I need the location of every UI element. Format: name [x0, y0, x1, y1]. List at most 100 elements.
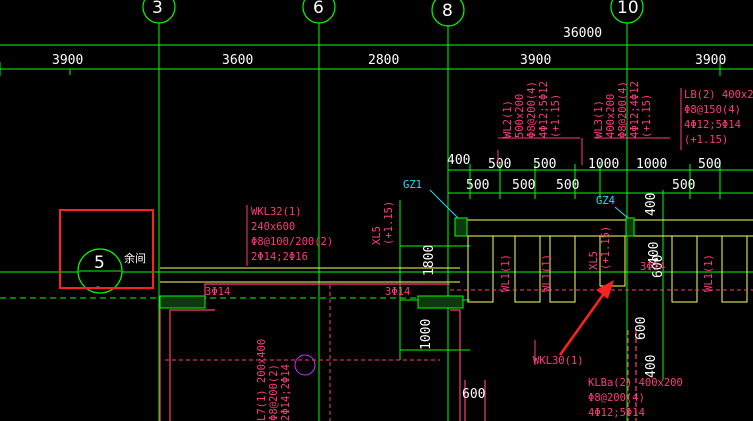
column-hatch — [417, 295, 464, 309]
leader-line — [429, 189, 459, 219]
xl5-left-elev: (+1.15) — [383, 201, 395, 245]
axis-label-10: 10 — [617, 0, 639, 18]
klba-rebar: 4Φ12;5Φ14 — [588, 407, 645, 419]
lb2-rebar: 4Φ12;5Φ14 — [684, 119, 741, 131]
lb2-name: LB(2) 400x200 — [684, 89, 753, 101]
red-arrow-icon — [558, 280, 614, 356]
label-klba[interactable]: KLBa(2) 400x200 Φ8@200(4) 4Φ12;5Φ14 — [588, 377, 683, 419]
gz4-block — [599, 235, 626, 287]
column-hatch — [159, 295, 206, 309]
l7-stirrup: Φ8@200(2) — [268, 364, 280, 421]
axis-bubble-8[interactable] — [431, 0, 465, 27]
wl2-name: WL2(1) — [502, 100, 514, 138]
dim-3900-b: 3900 — [520, 53, 551, 68]
xl5-right-elev: (+1.15) — [600, 226, 612, 270]
wall-line — [450, 309, 461, 421]
axis-label-5: 5 — [94, 253, 105, 273]
wall-outlines — [159, 283, 637, 421]
dim-vert-600-b: 600 — [634, 317, 649, 340]
dim-500-a: 500 — [488, 157, 511, 172]
dim-500-c: 500 — [698, 157, 721, 172]
wl3-rebar: 4Φ12;4Φ12 — [629, 81, 641, 138]
wl1-block — [549, 235, 576, 303]
beam-outlines — [160, 219, 753, 303]
dim-vert-400-c: 400 — [644, 355, 659, 378]
wkl32-size: 240x600 — [251, 221, 295, 233]
note-yuye: 余间 — [124, 251, 146, 265]
grid-axes — [0, 18, 753, 421]
wl3-size: 400x200 — [605, 94, 617, 138]
wkl32-rebar: 2Φ14;2Φ16 — [251, 251, 308, 263]
axis-bubbles — [77, 0, 644, 294]
wl1-block — [671, 235, 698, 303]
dim-vert-1800: 1800 — [422, 245, 437, 276]
highlight-box — [59, 209, 154, 289]
column-tag-gz1[interactable]: GZ1 — [403, 179, 422, 191]
label-l7[interactable]: L7(1) 200x400 Φ8@200(2) 2Φ14;2Φ14 — [256, 339, 316, 421]
lb2-elev: (+1.15) — [684, 134, 728, 146]
dim-400: 400 — [447, 153, 470, 168]
dim-600-bottom: 600 — [462, 387, 485, 402]
axis-label-5-sub: - — [96, 280, 100, 293]
callout-circle — [294, 354, 316, 376]
leader-line — [614, 206, 629, 219]
klba-stirrup: Φ8@200(4) — [588, 392, 645, 404]
dim-3900-c: 3900 — [695, 53, 726, 68]
wl1-block — [467, 235, 494, 303]
dim-3600: 3600 — [222, 53, 253, 68]
wl2-rebar: 4Φ12;5Φ12 — [538, 81, 550, 138]
axis-bubble-10[interactable] — [610, 0, 644, 24]
wl1-label-c: WL1(1) — [703, 254, 715, 292]
dim-3900-a: 3900 — [52, 53, 83, 68]
lb2-stirrup: Φ8@150(4) — [684, 104, 741, 116]
label-wkl32[interactable]: WKL32(1) 240x600 Φ8@100/200(2) 2Φ14;2Φ16 — [246, 205, 333, 266]
xl5-right-name: XL5 — [588, 251, 600, 270]
l7-rebar: 2Φ14;2Φ14 — [280, 364, 292, 421]
wl3-stirrup: Φ8@200(4) — [617, 81, 629, 138]
l7-name: L7(1) 200x400 — [256, 339, 268, 421]
label-wl3[interactable]: WL3(1) 400x200 Φ8@200(4) 4Φ12;4Φ12 (+1.1… — [593, 81, 653, 138]
wl2-elev: (+1.15) — [550, 94, 562, 138]
wl1-label-b: WL1(1) — [541, 254, 553, 292]
wl2-size: 500x200 — [514, 94, 526, 138]
dim-vert-600-a: 600 — [651, 255, 666, 278]
dim-500-e: 500 — [512, 178, 535, 193]
axis-label-3: 3 — [152, 0, 163, 18]
dim-1080: 1000 — [588, 157, 619, 172]
column-tag-gz4[interactable]: GZ4 — [596, 195, 615, 207]
dim-500-b: 500 — [533, 157, 556, 172]
axis-bubble-3[interactable] — [142, 0, 176, 24]
dim-total: 36000 — [563, 26, 602, 41]
wkl32-name: WKL32(1) — [251, 206, 302, 218]
axis-label-8: 8 — [442, 1, 453, 21]
wl1-block — [721, 235, 748, 303]
wall-line — [169, 309, 215, 421]
arrow-head — [596, 280, 614, 299]
wl1-label-a: WL1(1) — [500, 254, 512, 292]
dim-vert-400-b: 400 — [647, 242, 662, 265]
dim-2800: 2800 — [368, 53, 399, 68]
label-lb2[interactable]: LB(2) 400x200 Φ8@150(4) 4Φ12;5Φ14 (+1.15… — [680, 88, 753, 150]
label-wl2[interactable]: WL2(1) 500x200 Φ8@200(4) 4Φ12;5Φ12 (+1.1… — [502, 81, 562, 138]
klba-name: KLBa(2) 400x200 — [588, 377, 683, 389]
column-gz1 — [454, 217, 468, 237]
dim-500-f: 500 — [556, 178, 579, 193]
rebar-label-c: 3Φ14 — [640, 261, 665, 273]
hidden-lines — [165, 285, 753, 421]
wl1-block — [514, 235, 541, 303]
dim-1000: 1000 — [636, 157, 667, 172]
dim-500-g: 500 — [672, 178, 695, 193]
axis-label-6: 6 — [313, 0, 324, 18]
rebar-label-a: 3Φ14 — [205, 286, 230, 298]
wkl30-label[interactable]: WKL30(1) — [533, 355, 584, 367]
dim-vert-1000: 1000 — [419, 319, 434, 350]
arrow-shaft — [558, 291, 607, 356]
axis-bubble-6[interactable] — [302, 0, 336, 24]
column-gz4 — [625, 217, 635, 237]
dim-vert-400-a: 400 — [644, 193, 659, 216]
columns — [159, 217, 635, 309]
rebar-label-b: 3Φ14 — [385, 286, 410, 298]
wl2-stirrup: Φ8@200(4) — [526, 81, 538, 138]
